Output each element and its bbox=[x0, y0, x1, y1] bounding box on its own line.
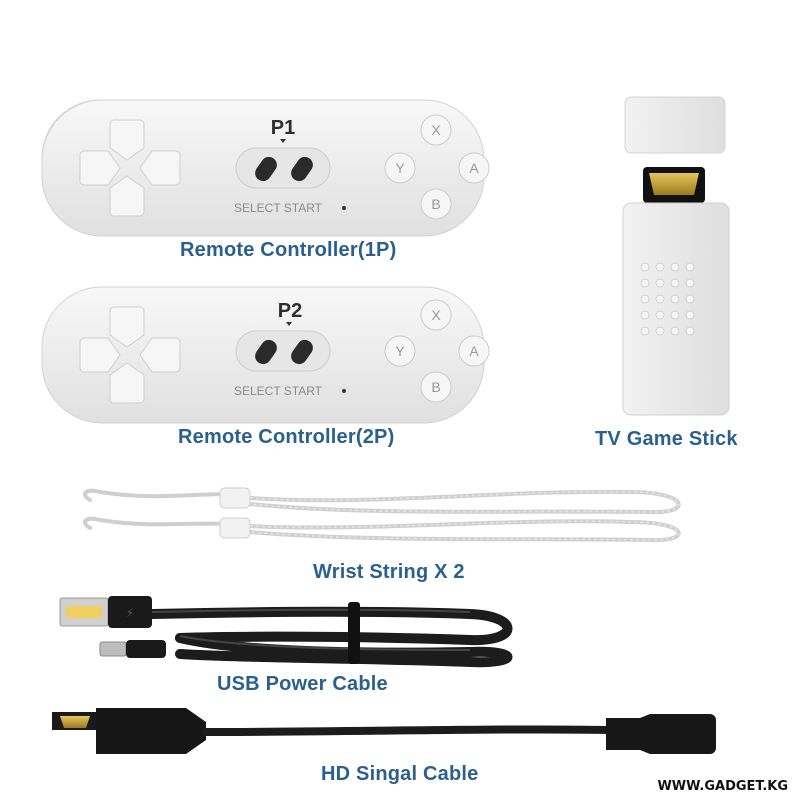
tv-game-stick bbox=[622, 96, 730, 416]
caption-tv-game-stick: TV Game Stick bbox=[595, 428, 738, 450]
dpad-up bbox=[109, 119, 145, 161]
caption-controller-1p: Remote Controller(1P) bbox=[180, 239, 397, 261]
svg-text:⚡: ⚡ bbox=[126, 606, 134, 620]
micro-usb-plug bbox=[99, 641, 127, 657]
caption-controller-2p: Remote Controller(2P) bbox=[178, 426, 395, 448]
dpad-down bbox=[109, 362, 145, 404]
wrist-string-1-clip bbox=[219, 487, 251, 509]
wrist-string-1-loop bbox=[83, 488, 232, 502]
a-button bbox=[458, 335, 490, 367]
controller-2p-body: P2 SELECT START X Y A B bbox=[41, 286, 490, 424]
a-label: A bbox=[469, 160, 479, 176]
x-label: X bbox=[431, 307, 441, 323]
hdmi-extension-female bbox=[606, 714, 716, 754]
dpad-up bbox=[109, 306, 145, 348]
vent-holes bbox=[640, 262, 695, 336]
x-button bbox=[420, 114, 452, 146]
a-label: A bbox=[469, 343, 479, 359]
select-start-label: SELECT START bbox=[234, 384, 323, 398]
stick-body bbox=[622, 202, 730, 416]
select-button bbox=[255, 156, 277, 182]
y-label: Y bbox=[395, 160, 405, 176]
stick-cap bbox=[624, 96, 726, 154]
hd-signal-cable bbox=[52, 708, 716, 754]
b-label: B bbox=[431, 379, 440, 395]
caption-wrist-string: Wrist String X 2 bbox=[313, 561, 465, 583]
caption-usb-cable: USB Power Cable bbox=[217, 673, 388, 695]
player-label: P2 bbox=[278, 300, 302, 322]
watermark: WWW.GADGET.KG bbox=[657, 779, 788, 794]
x-button bbox=[420, 299, 452, 331]
select-start-panel bbox=[235, 330, 331, 372]
b-button bbox=[420, 371, 452, 403]
start-button bbox=[291, 156, 313, 182]
y-button bbox=[384, 152, 416, 184]
x-label: X bbox=[431, 122, 441, 138]
a-button bbox=[458, 152, 490, 184]
dpad-down bbox=[109, 175, 145, 217]
select-start-panel bbox=[235, 147, 331, 189]
dpad-left bbox=[79, 337, 121, 373]
b-button bbox=[420, 188, 452, 220]
dpad-left bbox=[79, 150, 121, 186]
select-button bbox=[255, 339, 277, 365]
dpad-right bbox=[139, 150, 181, 186]
wrist-strings bbox=[83, 487, 681, 543]
dpad-right bbox=[139, 337, 181, 373]
y-button bbox=[384, 335, 416, 367]
caption-hd-cable: HD Singal Cable bbox=[321, 763, 479, 785]
y-label: Y bbox=[395, 343, 405, 359]
controller-1p-body: P1 SELECT START X Y A B bbox=[41, 99, 490, 237]
b-label: B bbox=[431, 196, 440, 212]
player-label: P1 bbox=[271, 117, 295, 139]
usb-power-cable: ⚡ bbox=[59, 596, 513, 668]
cable-tie bbox=[348, 602, 360, 664]
select-start-label: SELECT START bbox=[234, 201, 323, 215]
start-button bbox=[291, 339, 313, 365]
wrist-string-2-clip bbox=[219, 517, 251, 539]
